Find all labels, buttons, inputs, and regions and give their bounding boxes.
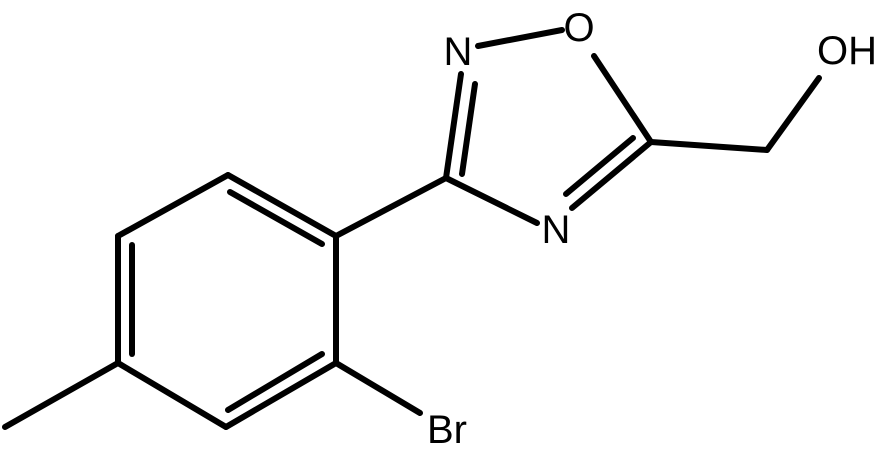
bond-c-br	[333, 360, 423, 416]
bond-ring-e	[223, 360, 339, 430]
bond-c5-ch2	[648, 139, 770, 153]
bond-c5-n4-inner	[563, 135, 636, 197]
bond-o1-c5	[591, 53, 654, 145]
atom-label-o-ring: O	[563, 6, 594, 50]
bond-ring-b	[115, 172, 231, 239]
bond-c3-n2-inner	[459, 81, 478, 177]
bond-n4-c3	[443, 175, 540, 226]
bonds	[2, 27, 822, 430]
bond-c3-n2	[443, 71, 464, 181]
bond-ring-c-inner	[227, 189, 325, 247]
atom-label-n-bottom: N	[542, 208, 571, 252]
atom-label-n-top: N	[444, 30, 473, 74]
bond-ring-e-inner	[225, 351, 325, 413]
bond-ring-c	[225, 172, 339, 239]
atom-label-hydroxyl: OH	[817, 29, 877, 73]
atom-label-bromine: Br	[427, 408, 467, 452]
atom-labels: N O N OH Br	[427, 6, 877, 452]
bond-ch2-oh	[764, 75, 822, 153]
bond-n2-o1	[475, 27, 565, 49]
bond-aryl-oxadiazole	[333, 175, 449, 239]
bond-ring-f	[115, 360, 229, 430]
bond-methyl	[2, 360, 121, 430]
bond-c5-n4	[569, 139, 654, 211]
